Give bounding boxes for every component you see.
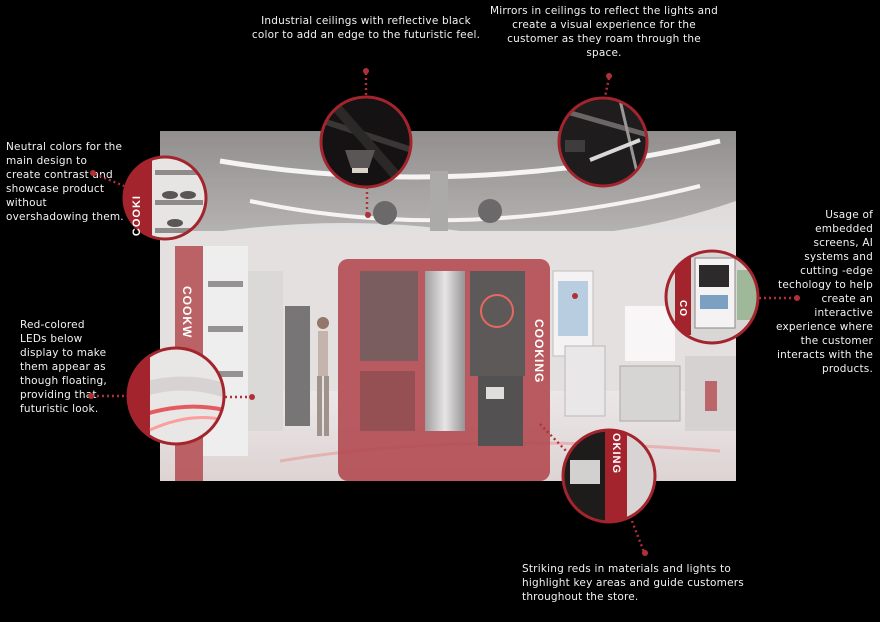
signage-left-wall: COOKW [180,286,194,339]
store-rendering: COOKW COOKING [160,131,736,481]
annotation-embedded-screens: Usage of embedded screens, AI systems an… [776,209,873,375]
annotation-neutral-colors: Neutral colors for the main design to cr… [6,141,124,223]
inset-signage-left: COOKI [131,195,143,237]
store-interior-illustration [160,131,736,481]
inset-signage-screen: CO [677,300,688,317]
callout-dot [363,68,369,74]
annotation-striking-reds: Striking reds in materials and lights to… [522,563,744,603]
callout-dot [606,73,612,79]
annotation-ceilings: Industrial ceilings with reflective blac… [251,15,481,41]
annotation-mirrors: Mirrors in ceilings to reflect the light… [490,5,718,59]
inset-signage-bottom: OKING [610,433,622,475]
signage-center-column: COOKING [532,319,546,384]
callout-dot [642,550,648,556]
annotation-red-leds: Red-colored LEDs below display to make t… [20,319,107,415]
